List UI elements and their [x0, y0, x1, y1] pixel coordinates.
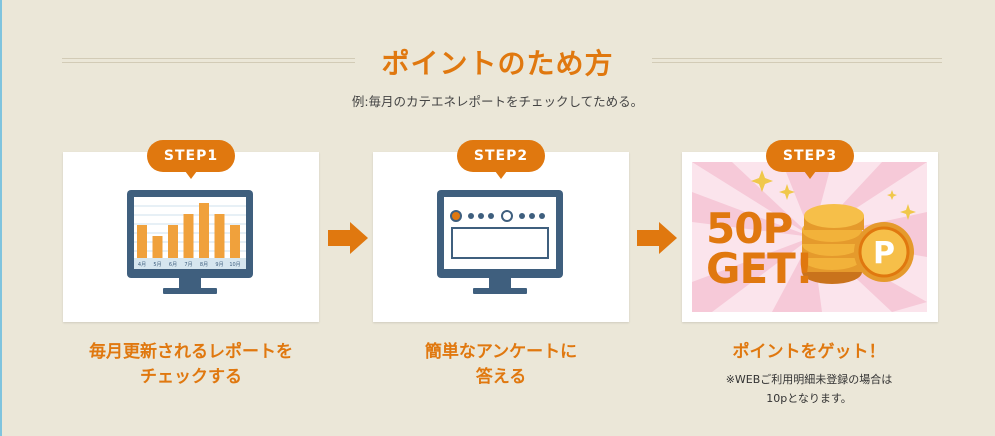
- svg-text:P: P: [873, 236, 895, 271]
- reward-get-text: GET!: [706, 244, 814, 293]
- monitor-chart-icon: 4月 5月 6月 7月 8月 9月 10月: [127, 190, 253, 294]
- monitor-survey-icon: [437, 190, 563, 294]
- step2-card: [373, 152, 629, 322]
- step3-note-line1: ※WEBご利用明細未登録の場合は: [725, 373, 893, 386]
- coin-stack-icon: [802, 204, 864, 284]
- chart-bar: [214, 214, 225, 258]
- section-header: ポイントのため方: [0, 34, 995, 84]
- sparkle-icon: [751, 170, 916, 220]
- coin-icon: P: [854, 222, 914, 282]
- chart-month-label: 8月: [200, 262, 208, 268]
- chart-month-label: 6月: [169, 262, 177, 268]
- step1-caption-line2: チェックする: [140, 367, 242, 387]
- section-subtitle: 例:毎月のカテエネレポートをチェックしてためる。: [351, 94, 644, 109]
- chart-bar: [230, 225, 240, 258]
- chart-bar: [168, 225, 178, 258]
- chart-month-label: 7月: [184, 262, 192, 268]
- chart-month-label: 10月: [229, 262, 240, 268]
- step3-note: ※WEBご利用明細未登録の場合は 10pとなります。: [659, 370, 959, 408]
- chart-bar: [152, 236, 163, 258]
- chart-bar: [183, 214, 194, 258]
- step3-badge: STEP3: [766, 140, 854, 179]
- chart-month-label: 9月: [215, 262, 223, 268]
- left-edge-stripe: [0, 0, 2, 436]
- chart-bar: [199, 203, 209, 258]
- step1-card: 4月 5月 6月 7月 8月 9月 10月: [63, 152, 319, 322]
- chart-month-label: 4月: [138, 262, 146, 268]
- reward-points-text: 50P: [706, 204, 793, 253]
- header-divider-right: [652, 58, 942, 63]
- step3-caption-line1: ポイントをゲット！: [732, 342, 886, 362]
- step3-note-line2: 10pとなります。: [766, 392, 852, 405]
- reward-burst-background: P: [692, 162, 927, 312]
- step2-caption-line1: 簡単なアンケートに: [424, 342, 578, 362]
- step2-caption-line2: 答える: [475, 367, 527, 387]
- step3-caption: ポイントをゲット！: [659, 340, 959, 365]
- step1-badge: STEP1: [147, 140, 235, 179]
- step1-caption-line1: 毎月更新されるレポートを: [89, 342, 293, 362]
- header-divider-left: [62, 58, 355, 63]
- arrow-right-icon: [328, 222, 368, 254]
- chart-month-label: 5月: [153, 262, 161, 268]
- step2-caption: 簡単なアンケートに 答える: [351, 340, 651, 390]
- step1-caption: 毎月更新されるレポートを チェックする: [41, 340, 341, 390]
- arrow-right-icon: [637, 222, 677, 254]
- chart-bar: [137, 225, 147, 258]
- step2-badge: STEP2: [457, 140, 545, 179]
- section-title: ポイントのため方: [381, 47, 614, 80]
